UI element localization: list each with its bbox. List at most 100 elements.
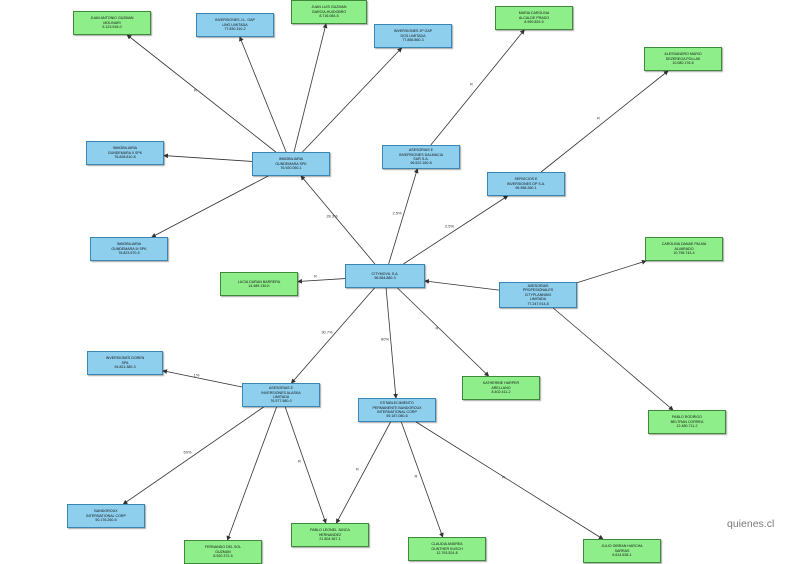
- edge-aal-plj: [284, 406, 327, 524]
- node-line: 76.823.670-5: [118, 251, 140, 256]
- node-line: 10.798.743-4: [673, 251, 695, 256]
- node-line: MOLINARI: [103, 20, 121, 25]
- node-line: KATHERINE HARPER: [482, 381, 520, 386]
- edge-label: 28.3%: [326, 213, 338, 219]
- edge-cm-ig: [300, 175, 376, 265]
- node-line: INVERSIONES J.L. GAP: [215, 18, 255, 23]
- edge-label: R: [356, 466, 359, 471]
- node-line: HERNANDEZ: [318, 532, 342, 537]
- node-line: MARIA CAROLINA: [518, 11, 550, 16]
- edge-sdp-amd: [540, 70, 669, 173]
- node-line: FERNANDO DEL SOL: [204, 545, 242, 550]
- node-line: 8.716.084-5: [319, 14, 339, 19]
- edge-ig-ig2: [163, 153, 253, 162]
- node-line: BANDOROUX: [94, 509, 118, 514]
- node-line: 6.614.638-1: [612, 553, 632, 558]
- node-line: 76.577.580-0: [270, 399, 292, 404]
- node-line: JUAN LUIS GUZMAN: [311, 5, 347, 10]
- node-line: INTERNATIONAL CORP: [86, 513, 126, 518]
- edge-ig-ig3: [151, 175, 269, 238]
- edge-label: 60%: [183, 449, 192, 454]
- edge-aal-bic: [122, 406, 264, 505]
- edge-cm-epb: [385, 287, 398, 399]
- node-line: INMOBILIARIA: [112, 146, 138, 151]
- edge-cm-adi: [388, 168, 419, 265]
- node-line: UNO LIMITADA: [222, 22, 248, 27]
- node-line: PABLO LEONEL JUNCA: [310, 528, 350, 533]
- node-line: INVERSIONES JP GAP: [393, 29, 433, 34]
- edge-epb-plj: [336, 421, 391, 524]
- node-line: BELTRAN CORREA: [670, 419, 704, 424]
- node-line: ALCALDE PRADO: [518, 15, 550, 20]
- node-line: GARCIA-HUIDOBRO: [311, 9, 347, 14]
- node-line: 76.828.810-8: [114, 155, 136, 160]
- node-line: INVERSIONES DP S.A.: [506, 181, 546, 186]
- node-line: PROFESIONALES: [522, 288, 554, 293]
- edge-apc-pbr: [552, 307, 674, 411]
- node-line: CLAUDIA ANDREA: [431, 542, 463, 547]
- node-line: 96.522.160-8: [410, 161, 432, 166]
- node-line: ASESORIAS E: [268, 386, 294, 391]
- node-line: LUCIA DURAN BARRERA: [237, 279, 281, 284]
- edge-label: R: [435, 325, 439, 331]
- edge-ig-ijg: [239, 36, 287, 153]
- edge-label: R: [597, 115, 600, 120]
- node-line: DEZEREGA POLLAK: [665, 56, 701, 61]
- node-line: 21.804.367-1: [319, 537, 341, 542]
- edge-label: R: [414, 473, 418, 478]
- node-line: LIMITADA: [272, 395, 290, 399]
- node-line: ASESORIAS: [527, 283, 549, 288]
- edge-label: 2.5%: [444, 223, 455, 229]
- node-line: GUNDEMARA II SPK: [107, 150, 143, 155]
- node-line: GUZMAN: [215, 549, 231, 554]
- node-line: 8.920.372-5: [213, 554, 233, 559]
- node-line: 59.187.080-6: [386, 414, 408, 419]
- edge-adi-mca: [430, 29, 525, 146]
- node-line: CAROLINA DANAE PALMA: [661, 242, 707, 247]
- node-line: INVERSIONES DOREN: [105, 356, 145, 361]
- node-line: 12.793.524-8: [436, 551, 458, 556]
- node-line: 14.489.130-K: [248, 284, 270, 288]
- node-cm[interactable]: CITYMOVIL S.A.96.584.880-3: [345, 264, 425, 288]
- node-line: JUAN ANTONIO GUZMAN: [90, 16, 134, 21]
- edge-label: 2.5%: [392, 210, 402, 215]
- node-line: PERMANENTE BANDOROUX: [372, 405, 422, 410]
- node-line: ARELLANO: [491, 385, 511, 390]
- node-line: 77.830.310-2: [224, 27, 246, 32]
- node-line: SERVICIOS E: [514, 177, 538, 182]
- node-line: GUNTHER KUSCH: [431, 546, 463, 551]
- node-line: 94.821.380-3: [114, 365, 136, 370]
- edge-cm-aal: [290, 287, 375, 384]
- edge-label: R: [298, 458, 301, 464]
- edge-label: R: [470, 81, 473, 86]
- edge-label: R: [502, 474, 505, 479]
- edge-ig-ijp: [302, 47, 403, 153]
- node-line: JULIO GIBRAN HARCHA: [601, 544, 643, 549]
